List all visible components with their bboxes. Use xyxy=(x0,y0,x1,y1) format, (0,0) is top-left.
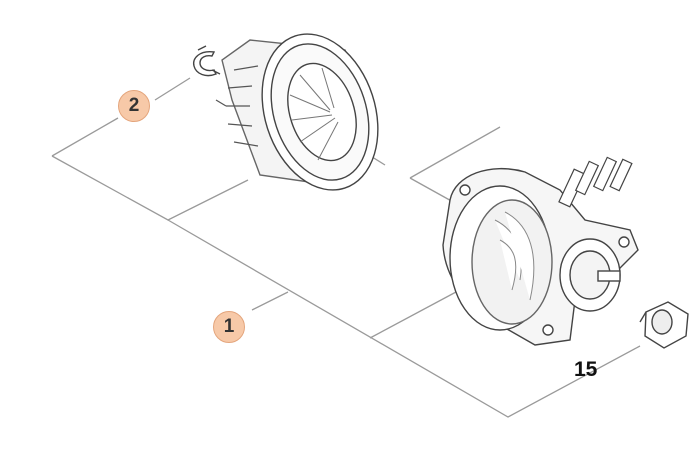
circlip-part xyxy=(193,45,221,77)
plug-nut-part xyxy=(639,301,689,349)
motor-assembly-part xyxy=(442,156,639,346)
bracket-fan xyxy=(51,155,249,221)
leader-1 xyxy=(251,291,289,311)
leader-2 xyxy=(51,117,119,157)
callout-2: 2 xyxy=(118,90,150,122)
leader-lines xyxy=(51,77,641,418)
bracket-main xyxy=(167,219,641,418)
leader-top xyxy=(409,126,501,179)
callout-15: 15 xyxy=(574,358,598,381)
leader-motor xyxy=(369,291,457,339)
leader-top-b xyxy=(409,177,456,204)
callout-1: 1 xyxy=(213,311,245,343)
fan-wheel-part xyxy=(215,33,379,191)
leader-2b xyxy=(154,77,191,101)
